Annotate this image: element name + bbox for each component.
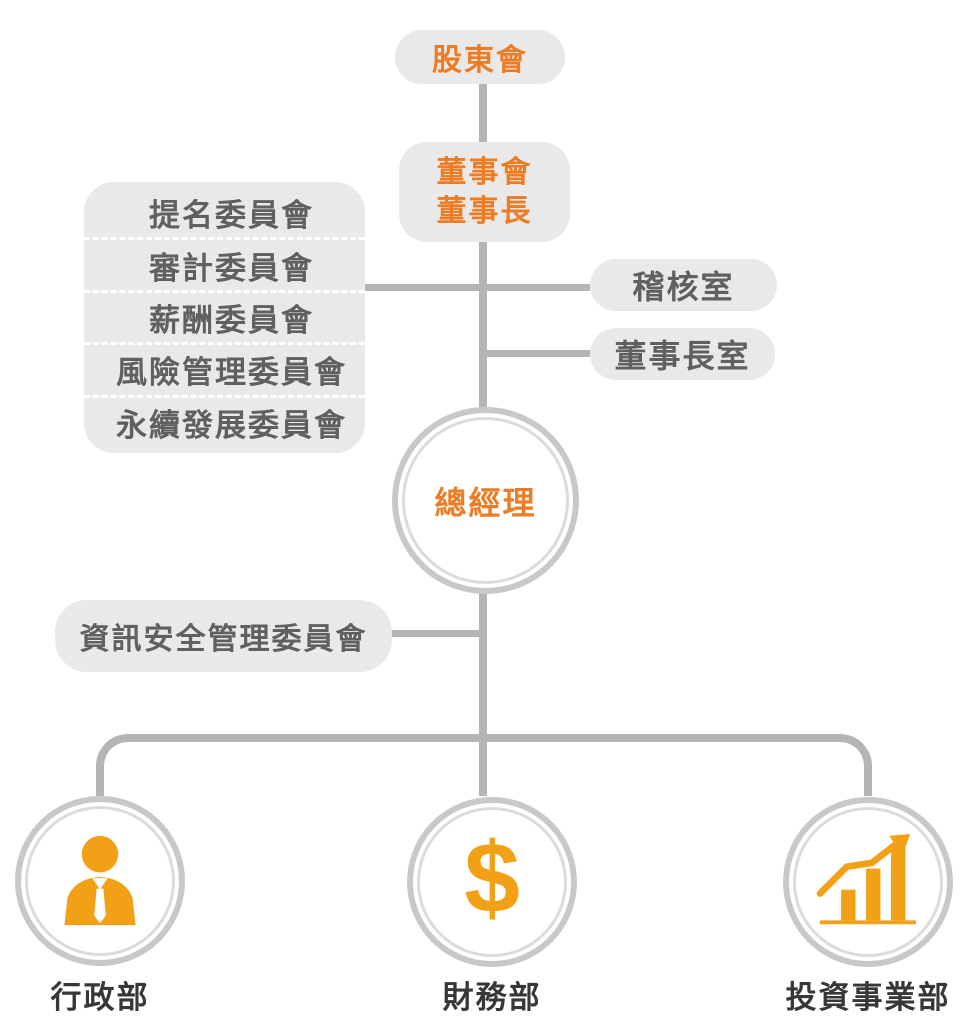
node-infosec-committee-label: 資訊安全管理委員會 [79, 623, 368, 656]
node-audit-office-label: 稽核室 [632, 269, 735, 305]
dept-circle-finance: $ [407, 797, 577, 967]
node-board: 董事會 董事長 [399, 142, 570, 242]
connector-chairman-office [483, 350, 590, 357]
node-chairman-office-label: 董事長室 [614, 338, 751, 374]
connector-branch-finance [479, 738, 487, 796]
node-general-manager-label: 總經理 [434, 484, 537, 521]
node-chairman-office: 董事長室 [590, 328, 775, 380]
connector-infosec [392, 630, 483, 637]
dept-circle-admin [15, 796, 185, 966]
connector-gm-branch [479, 592, 487, 738]
node-audit-office: 稽核室 [590, 259, 777, 311]
committee-item-audit: 審計委員會 [84, 237, 365, 289]
node-shareholders: 股東會 [395, 30, 565, 84]
node-board-line2: 董事長 [436, 195, 533, 228]
dept-label-admin: 行政部 [50, 980, 150, 1015]
node-shareholders-label: 股東會 [432, 44, 528, 77]
connector-committees-audit-office [365, 284, 590, 291]
dept-circle-investment [783, 797, 953, 967]
committee-item-nomination: 提名委員會 [149, 198, 314, 234]
committee-item-compensation: 薪酬委員會 [84, 289, 365, 342]
committee-list: 提名委員會 審計委員會 薪酬委員會 風險管理委員會 永續發展委員會 [84, 182, 365, 453]
committee-item-sustainability: 永續發展委員會 [84, 394, 365, 447]
gm-circle-ring [402, 417, 569, 584]
growth-chart-icon [816, 834, 916, 925]
node-general-manager: 總經理 [392, 407, 579, 594]
committee-item-risk: 風險管理委員會 [84, 342, 365, 394]
connector-board-gm [479, 240, 487, 410]
node-infosec-committee: 資訊安全管理委員會 [55, 600, 392, 672]
dept-label-finance: 財務部 [442, 980, 542, 1015]
dollar-icon: $ [464, 822, 520, 934]
person-icon [64, 835, 136, 926]
node-board-line1: 董事會 [436, 156, 533, 189]
dept-label-investment: 投資事業部 [785, 980, 951, 1015]
connector-shareholders-board [479, 80, 487, 144]
